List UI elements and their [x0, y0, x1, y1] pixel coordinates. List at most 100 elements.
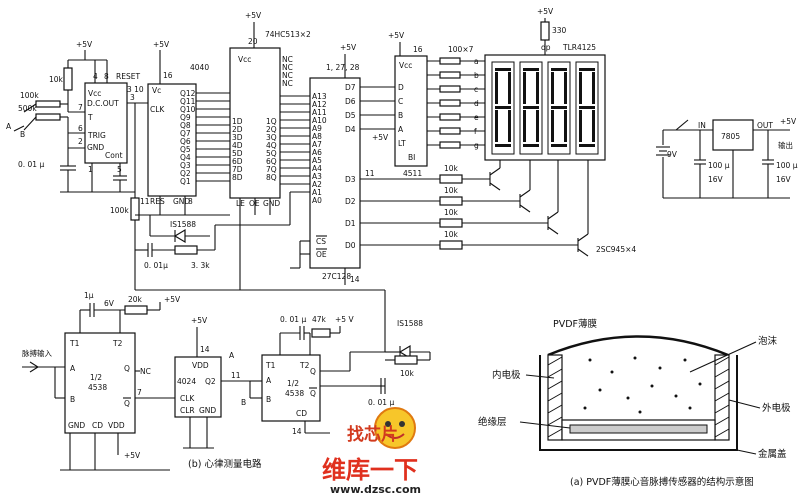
q5o: 5Q: [266, 149, 277, 158]
ic-27c-data: D7 D6 D5 D4 D3 D2 D1 D0: [345, 83, 356, 250]
r-330-label: 330: [552, 26, 567, 35]
ic-74hc-vcc: Vcc: [238, 55, 251, 64]
r-100x7-label: 100×7: [448, 45, 474, 54]
a10: A10: [312, 116, 327, 125]
a6: A6: [312, 148, 322, 157]
ic-4538a-line2: 4538: [88, 383, 107, 392]
ic-27c-name: 27C128: [322, 272, 351, 281]
r-100k-label: 100k: [110, 206, 129, 215]
ic-4511-lt: LT: [398, 139, 406, 148]
ic-4538a-nc: NC: [140, 367, 151, 376]
d7o: D7: [345, 83, 356, 92]
diode2-label: IS1588: [397, 319, 423, 328]
vcc-label-disp: +5V: [537, 7, 554, 16]
resistor-3-3k: [174, 245, 198, 255]
ic-4538a-b: B: [70, 395, 75, 404]
q11: Q11: [180, 97, 196, 106]
d4: 4D: [232, 141, 243, 150]
resistor-100k: [130, 197, 140, 221]
resistor-10k-b: [394, 355, 418, 365]
ic-4024-gnd: GND: [199, 406, 216, 415]
d4o: D4: [345, 125, 356, 134]
watermark-logo-text: 找芯片: [347, 424, 398, 445]
q6o: 6Q: [266, 157, 277, 166]
q6: Q6: [180, 137, 191, 146]
pulse-input-label: 脉搏输入: [22, 348, 52, 358]
vcc-label-27c: +5V: [340, 43, 357, 52]
a11: A11: [312, 108, 327, 117]
cap-6v-label: 6V: [104, 299, 115, 308]
ic-4538a-q: Q: [124, 364, 130, 373]
d1o: D1: [345, 219, 356, 228]
in-b: B: [398, 111, 403, 120]
sw-b-label: B: [241, 398, 246, 407]
q2o: 2Q: [266, 125, 277, 134]
a0: A0: [312, 196, 322, 205]
q7: Q7: [180, 129, 191, 138]
ic-555-body: [84, 82, 128, 164]
ic-555-pin2: 2: [78, 137, 83, 146]
ic-27c-oe: OE: [316, 250, 327, 259]
eprom-27c128: +5V 1, 27, 28 A13 A12 A11 A10 A9 A8 A7 A…: [290, 43, 440, 285]
a2: A2: [312, 180, 322, 189]
pvdf-sensor: PVDF薄膜 泡沫 内电极 外电极 绝缘层 金属盖: [478, 318, 791, 460]
vcc-label-4538b: +5 V: [335, 315, 354, 324]
counter-4040: 4040 Vc CLK RES GND 3 10 16 +5V Q12 Q11 …: [127, 40, 385, 291]
q1: Q1: [180, 177, 191, 186]
inner-electrode-hatch: [547, 356, 730, 438]
ic-4040-name: 4040: [190, 63, 209, 72]
ic-4538a-line1: 1/2: [90, 373, 102, 382]
label-inner-electrode: 内电极: [492, 369, 521, 381]
ic-4538a-gnd: GND: [68, 421, 85, 430]
pot-500k: [35, 113, 61, 121]
transistor-2: [519, 160, 531, 213]
ic-4538a-pin7: 7: [137, 388, 142, 397]
resistor-20k: [124, 305, 148, 315]
resistor-10k: [63, 67, 73, 91]
timer-555: Vcc D.C.OUT T TRIG GND Cont RESET 4 8 3 …: [6, 40, 148, 262]
ic-74hc-name: 74HC513×2: [265, 30, 311, 39]
watermark-logo: 找芯片 维库一下 www.dzsc.com: [322, 407, 421, 495]
in-a: A: [398, 125, 404, 134]
d0o: D0: [345, 241, 356, 250]
ic-555-pin1: 1: [88, 165, 93, 174]
ic-555-cont-label: Cont: [105, 151, 123, 160]
d6o: D6: [345, 97, 356, 106]
cap-001u-label: 0. 01 μ: [18, 160, 44, 169]
ic-4024-name: 4024: [177, 377, 196, 386]
digit-drivers: 10k 10k 10k 10k: [439, 160, 636, 257]
cap-16v-1: 16V: [708, 175, 724, 184]
reg-output-label: 输出: [778, 140, 793, 150]
ic-4040-res: RES: [150, 197, 165, 206]
ic-4538b-a: A: [266, 376, 272, 385]
ic-4024-q2: Q2: [205, 377, 216, 386]
reg-5v-label: +5V: [780, 117, 797, 126]
ic-4040-clk: CLK: [150, 105, 165, 114]
watermark-url: www.dzsc.com: [330, 483, 421, 495]
vcc-label-555: +5V: [76, 40, 93, 49]
in-d: D: [398, 83, 404, 92]
q5: Q5: [180, 145, 191, 154]
ic-4040-outputs: Q12 Q11 Q10 Q9 Q8 Q7 Q6 Q5 Q4 Q3 Q2 Q1: [180, 89, 196, 186]
r-10k-d: 10k: [444, 230, 459, 239]
ic-4538b-pin13: 14: [292, 427, 302, 436]
digit-2: [519, 61, 543, 155]
q12: Q12: [180, 89, 196, 98]
nc4: NC: [282, 79, 293, 88]
r-47k-label: 47k: [312, 315, 327, 324]
ic-4538a-t1: T1: [69, 339, 80, 348]
a8: A8: [312, 132, 322, 141]
ic-4538b-q: Q: [310, 367, 316, 376]
ic-4040-pin10: 3 10: [127, 85, 144, 94]
d5: 5D: [232, 149, 243, 158]
cap-100u-2: 100 μ: [776, 161, 798, 170]
a1: A1: [312, 188, 322, 197]
foam-dots: [583, 356, 702, 414]
r-10k-b-label: 10k: [400, 369, 415, 378]
q2: Q2: [180, 169, 191, 178]
ic-4040-body: [147, 83, 197, 197]
digit-3: [547, 61, 571, 155]
a9: A9: [312, 124, 322, 133]
ic-555-t-label: T: [87, 113, 93, 122]
ic-4511-vcc: Vcc: [399, 61, 412, 70]
